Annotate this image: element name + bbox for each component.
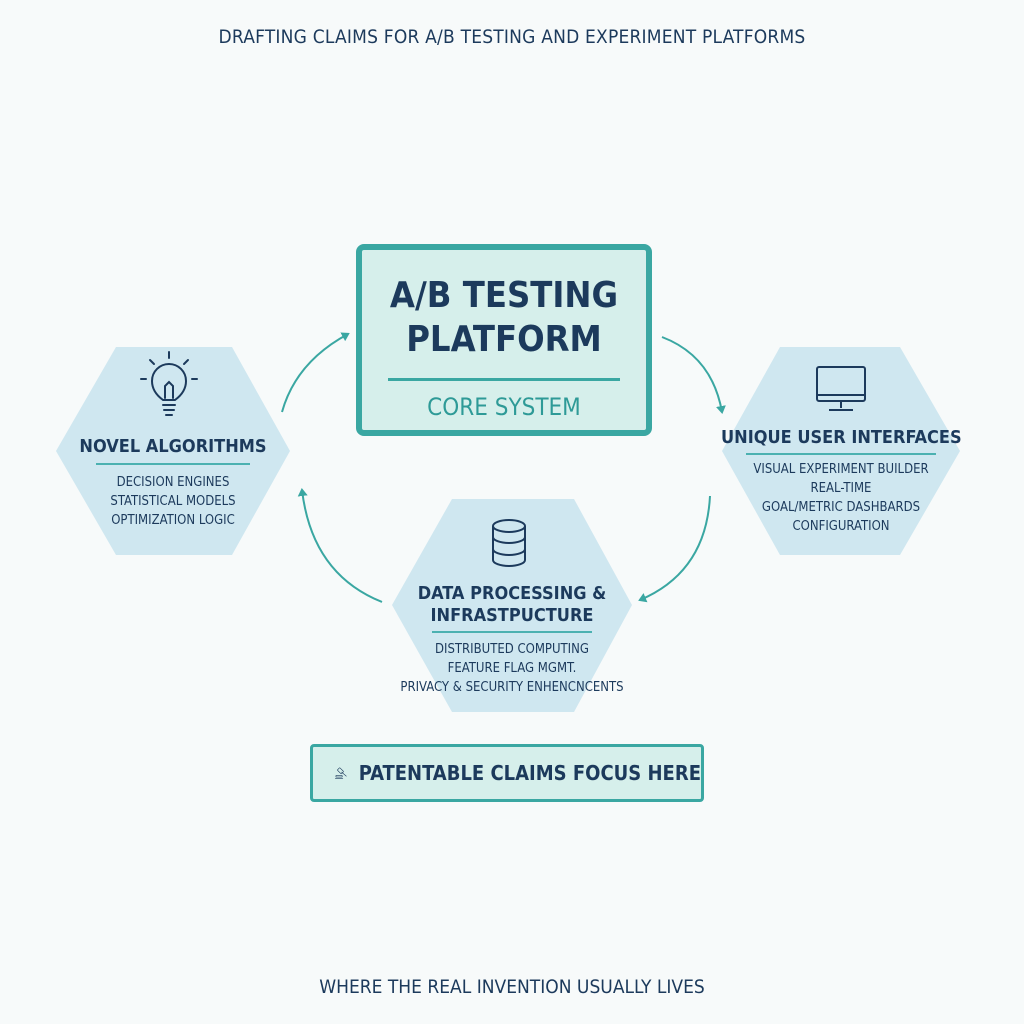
data-item: DISTRIBUTED COMPUTING xyxy=(392,640,632,659)
arrow-data-to-algorithms xyxy=(302,490,382,602)
interfaces-item: GOAL/METRIC DASHBARDS xyxy=(721,498,961,517)
core-divider xyxy=(388,378,620,381)
data-title-line1: DATA PROCESSING & xyxy=(392,583,632,605)
core-title-line1: A/B TESTING xyxy=(362,274,646,318)
interfaces-divider xyxy=(746,453,936,455)
algorithms-title: NOVEL ALGORITHMS xyxy=(73,436,273,458)
patentable-claims-label: PATENTABLE CLAIMS FOCUS HERE xyxy=(359,761,701,785)
core-system-box: A/B TESTING PLATFORM CORE SYSTEM xyxy=(356,244,652,436)
arrow-algorithms-to-core xyxy=(282,334,348,412)
arrow-core-to-interfaces xyxy=(662,337,722,412)
algorithms-item: STATISTICAL MODELS xyxy=(73,492,273,511)
core-subtitle: CORE SYSTEM xyxy=(362,393,646,421)
gavel-icon xyxy=(335,753,349,793)
interfaces-item: VISUAL EXPERIMENT BUILDER xyxy=(721,460,961,479)
algorithms-item: DECISION ENGINES xyxy=(73,473,273,492)
data-node: DATA PROCESSING & INFRASTPUCTURE DISTRIB… xyxy=(392,583,632,697)
interfaces-item: CONFIGURATION xyxy=(721,517,961,536)
core-title: A/B TESTING PLATFORM xyxy=(362,274,646,362)
interfaces-node: UNIQUE USER INTERFACES VISUAL EXPERIMENT… xyxy=(721,427,961,536)
data-divider xyxy=(432,631,592,633)
data-item: PRIVACY & SECURITY ENHENCNCENTS xyxy=(392,678,632,697)
interfaces-title: UNIQUE USER INTERFACES xyxy=(721,427,961,449)
algorithms-item: OPTIMIZATION LOGIC xyxy=(73,511,273,530)
algorithms-node: NOVEL ALGORITHMS DECISION ENGINES STATIS… xyxy=(73,436,273,530)
algorithms-divider xyxy=(96,463,250,465)
core-title-line2: PLATFORM xyxy=(362,318,646,362)
patentable-claims-banner: PATENTABLE CLAIMS FOCUS HERE xyxy=(310,744,704,802)
data-item: FEATURE FLAG MGMT. xyxy=(392,659,632,678)
page-footer: WHERE THE REAL INVENTION USUALLY LIVES xyxy=(0,976,1024,998)
interfaces-item: REAL-TIME xyxy=(721,479,961,498)
data-title-line2: INFRASTPUCTURE xyxy=(392,605,632,627)
arrow-interfaces-to-data xyxy=(640,496,710,600)
